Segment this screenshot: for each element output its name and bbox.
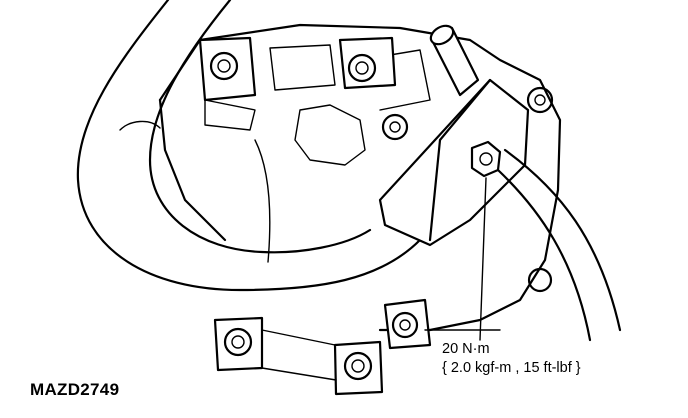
bolt: [470, 140, 502, 341]
torque-conversion: { 2.0 kgf-m , 15 ft-lbf }: [442, 360, 581, 376]
mounting-ears-bottom: [213, 298, 501, 396]
compressor-body: [158, 23, 562, 332]
torque-value: 20 N·m: [442, 341, 490, 357]
refrigerant-pipe: [496, 148, 622, 342]
torque-callout: 20 N·m { 2.0 kgf-m , 15 ft-lbf }: [442, 340, 581, 378]
figure-id: MAZD2749: [30, 380, 120, 399]
mounting-ears-top: [198, 36, 554, 293]
pipe-fitting: [378, 24, 530, 247]
